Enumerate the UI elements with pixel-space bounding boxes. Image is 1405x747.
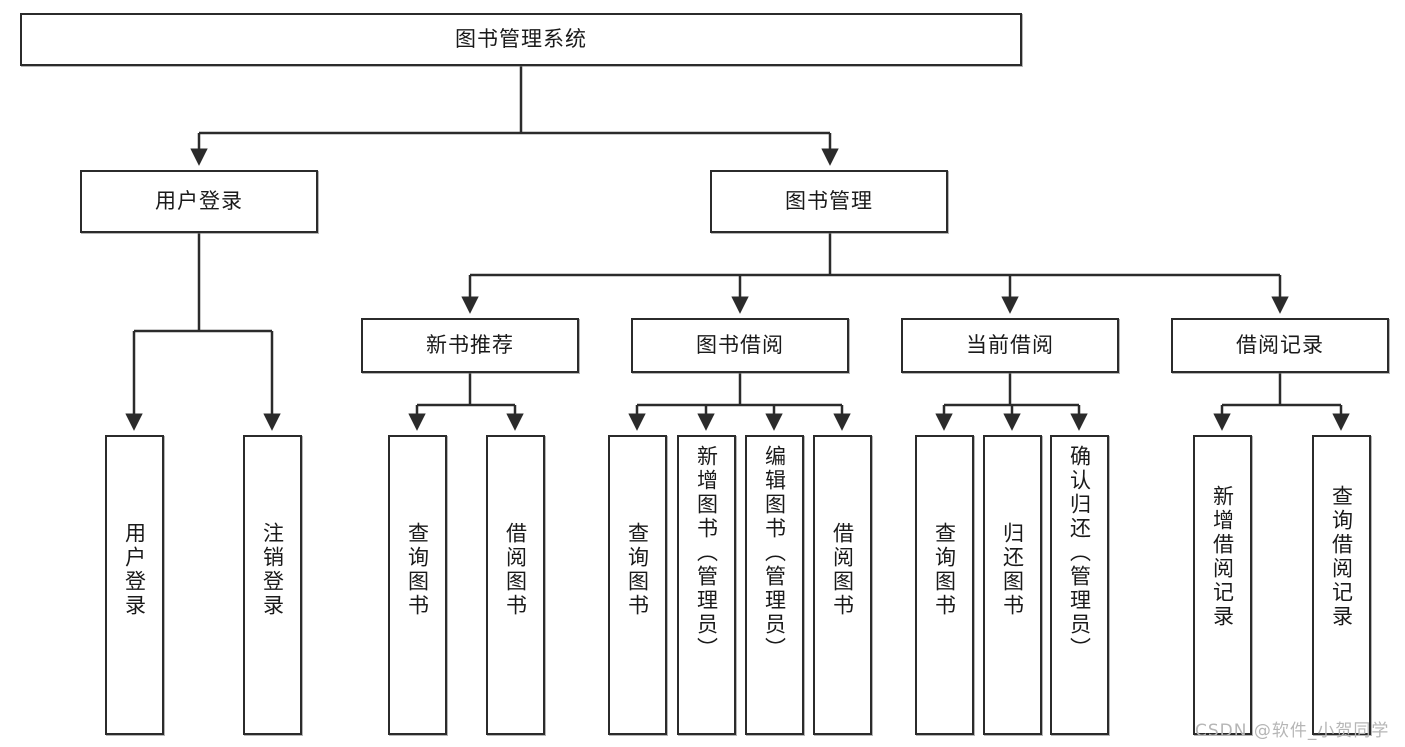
node-leaf-add-book-label: 新增图书（管理员） xyxy=(694,445,719,661)
node-new-book-recommend[interactable]: 新书推荐 xyxy=(361,318,579,373)
node-leaf-query-book-3[interactable]: 查询图书 xyxy=(915,435,974,735)
node-leaf-add-book[interactable]: 新增图书（管理员） xyxy=(677,435,736,735)
node-current-borrow-label: 当前借阅 xyxy=(966,333,1054,358)
node-leaf-confirm-return-label: 确认归还（管理员） xyxy=(1067,445,1092,661)
node-leaf-user-login[interactable]: 用户登录 xyxy=(105,435,164,735)
edges-borrow-record xyxy=(1213,373,1350,431)
node-leaf-add-record-label: 新增借阅记录 xyxy=(1210,485,1235,629)
node-leaf-logout[interactable]: 注销登录 xyxy=(243,435,302,735)
edges-book-manage xyxy=(461,233,1289,314)
node-leaf-edit-book-label: 编辑图书（管理员） xyxy=(762,445,787,661)
node-leaf-query-book-2-label: 查询图书 xyxy=(625,522,650,618)
edges-root xyxy=(190,66,839,166)
node-book-borrow[interactable]: 图书借阅 xyxy=(631,318,849,373)
node-new-book-recommend-label: 新书推荐 xyxy=(426,333,514,358)
node-book-manage[interactable]: 图书管理 xyxy=(710,170,948,233)
node-root-system[interactable]: 图书管理系统 xyxy=(20,13,1022,66)
node-user-login[interactable]: 用户登录 xyxy=(80,170,318,233)
node-leaf-borrow-book-1-label: 借阅图书 xyxy=(503,522,528,618)
node-leaf-query-book-1-label: 查询图书 xyxy=(405,522,430,618)
node-leaf-return-book-label: 归还图书 xyxy=(1000,522,1025,618)
node-current-borrow[interactable]: 当前借阅 xyxy=(901,318,1119,373)
node-leaf-edit-book[interactable]: 编辑图书（管理员） xyxy=(745,435,804,735)
node-user-login-label: 用户登录 xyxy=(155,189,243,214)
node-leaf-user-login-label: 用户登录 xyxy=(122,522,147,618)
node-borrow-record[interactable]: 借阅记录 xyxy=(1171,318,1389,373)
edges-current-borrow xyxy=(935,373,1088,431)
node-leaf-confirm-return[interactable]: 确认归还（管理员） xyxy=(1050,435,1109,735)
node-root-label: 图书管理系统 xyxy=(455,27,587,52)
csdn-watermark: CSDN @软件_小贺同学 xyxy=(1195,721,1390,741)
edges-new-book-recommend xyxy=(408,373,524,431)
node-book-manage-label: 图书管理 xyxy=(785,189,873,214)
node-leaf-add-record[interactable]: 新增借阅记录 xyxy=(1193,435,1252,735)
node-leaf-query-record-label: 查询借阅记录 xyxy=(1329,485,1354,629)
node-leaf-query-book-2[interactable]: 查询图书 xyxy=(608,435,667,735)
node-leaf-query-record[interactable]: 查询借阅记录 xyxy=(1312,435,1371,735)
edges-user-login xyxy=(125,233,281,431)
node-leaf-borrow-book-2[interactable]: 借阅图书 xyxy=(813,435,872,735)
node-borrow-record-label: 借阅记录 xyxy=(1236,333,1324,358)
node-leaf-borrow-book-2-label: 借阅图书 xyxy=(830,522,855,618)
node-book-borrow-label: 图书借阅 xyxy=(696,333,784,358)
node-leaf-logout-label: 注销登录 xyxy=(260,522,285,618)
node-leaf-query-book-1[interactable]: 查询图书 xyxy=(388,435,447,735)
node-leaf-borrow-book-1[interactable]: 借阅图书 xyxy=(486,435,545,735)
edges-book-borrow xyxy=(628,373,851,431)
node-leaf-query-book-3-label: 查询图书 xyxy=(932,522,957,618)
node-leaf-return-book[interactable]: 归还图书 xyxy=(983,435,1042,735)
